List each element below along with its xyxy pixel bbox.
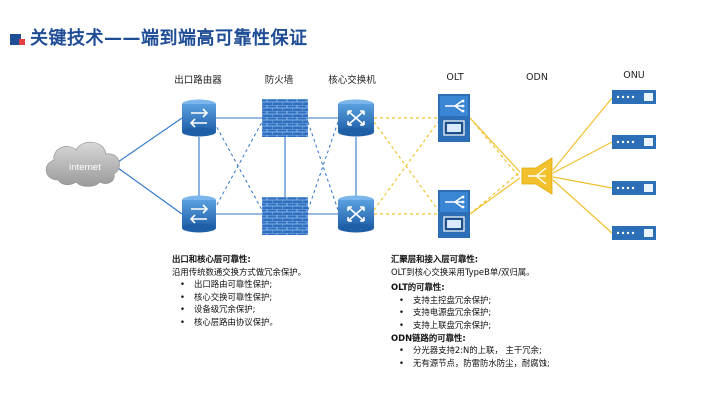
firewall-icon <box>262 197 308 235</box>
odn-reliability-heading: ODN链路的可靠性: <box>391 332 466 343</box>
label-egress-router: 出口路由器 <box>174 75 222 86</box>
core-reliability-list: 出口路由可靠性保护; 核心交换可靠性保护; 设备级冗余保护; 核心层路由协议保护… <box>172 278 372 328</box>
list-item: 设备级冗余保护; <box>180 303 372 316</box>
list-item: 支持电源盘冗余保护; <box>399 306 591 319</box>
odn-reliability-list: 分光器支持2:N的上联， 主干冗余; 无有源节点，防雷防水防尘，耐腐蚀; <box>391 344 591 369</box>
label-odn: ODN <box>526 72 548 83</box>
title-marker-icon <box>10 33 21 45</box>
olt-reliability-heading: OLT的可靠性: <box>391 282 445 293</box>
olt-reliability-list: 支持主控盘冗余保护; 支持电源盘冗余保护; 支持上联盘冗余保护; <box>391 294 591 332</box>
olt-homing-line: OLT到核心交换采用TypeB单/双归属。 <box>391 266 535 277</box>
core-reliability-text: 出口和核心层可靠性: 沿用传统数通交换方式做冗余保护。 出口路由可靠性保护; 核… <box>172 253 372 329</box>
label-firewall: 防火墙 <box>264 75 294 86</box>
dashed-cross-links <box>213 121 339 211</box>
list-item: 支持主控盘冗余保护; <box>399 294 591 307</box>
page-title: 关键技术——端到端高可靠性保证 <box>30 28 308 49</box>
router-icon <box>182 99 216 137</box>
link-internet-router-top <box>117 117 183 163</box>
switch-icon <box>338 99 374 137</box>
title-marker-accent-icon <box>19 39 25 45</box>
onu-icon <box>612 226 656 240</box>
blue-links <box>117 117 357 215</box>
list-item: 无有源节点，防雷防水防尘，耐腐蚀; <box>399 357 568 370</box>
cloud-label: internet <box>69 162 101 173</box>
yellow-links <box>373 97 613 234</box>
list-item: 出口路由可靠性保护; <box>180 278 372 291</box>
cloud-icon: internet <box>45 141 120 187</box>
list-item: 核心层路由协议保护。 <box>180 316 372 329</box>
list-item: 支持上联盘冗余保护; <box>399 319 591 332</box>
core-reliability-heading: 出口和核心层可靠性: <box>172 254 251 264</box>
core-reliability-subtitle: 沿用传统数通交换方式做冗余保护。 <box>172 266 306 277</box>
link-internet-router-bottom <box>117 167 183 215</box>
label-core-switch: 核心交换机 <box>328 75 376 86</box>
router-icon <box>182 195 216 233</box>
list-item: 核心交换可靠性保护; <box>180 291 372 304</box>
page-header: 关键技术——端到端高可靠性保证 <box>10 26 308 49</box>
label-olt: OLT <box>446 72 464 83</box>
firewall-icon <box>262 99 308 137</box>
onu-icon <box>612 135 656 149</box>
onu-icon <box>612 181 656 195</box>
olt-icon <box>438 190 470 238</box>
access-reliability-text: 汇聚层和接入层可靠性: OLT到核心交换采用TypeB单/双归属。 OLT的可靠… <box>391 253 591 369</box>
list-item: 分光器支持2:N的上联， 主干冗余; <box>399 344 591 357</box>
access-reliability-heading: 汇聚层和接入层可靠性: <box>391 254 479 264</box>
onu-icon <box>612 90 656 104</box>
olt-icon <box>438 94 470 142</box>
switch-icon <box>338 195 374 233</box>
label-onu: ONU <box>623 70 645 81</box>
splitter-icon <box>521 157 553 195</box>
